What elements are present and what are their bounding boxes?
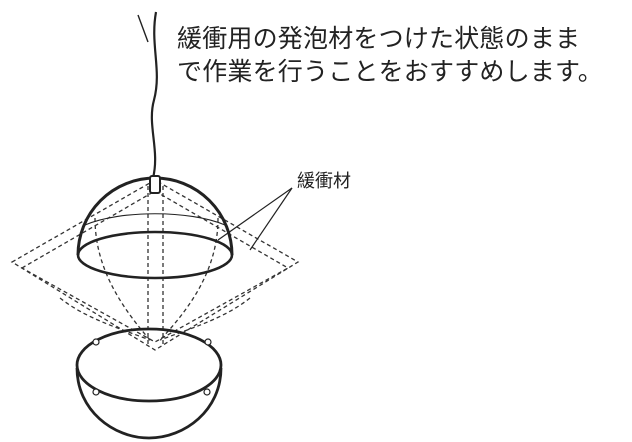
callout-leader-lines — [217, 187, 293, 251]
lower-hemisphere — [75, 327, 223, 440]
foam-cushion-outline — [10, 179, 300, 351]
instruction-line-2: で作業を行うことをおすすめします。 — [177, 57, 603, 86]
cable-clamp — [149, 175, 161, 194]
instruction-text: 緩衝用の発泡材をつけた状態のまま で作業を行うことをおすすめします。 — [177, 22, 627, 88]
instruction-line-1: 緩衝用の発泡材をつけた状態のまま — [177, 24, 581, 53]
callout-label-cushion: 緩衝材 — [297, 171, 351, 192]
cable — [150, 11, 158, 179]
cable-tip-left — [137, 14, 149, 43]
